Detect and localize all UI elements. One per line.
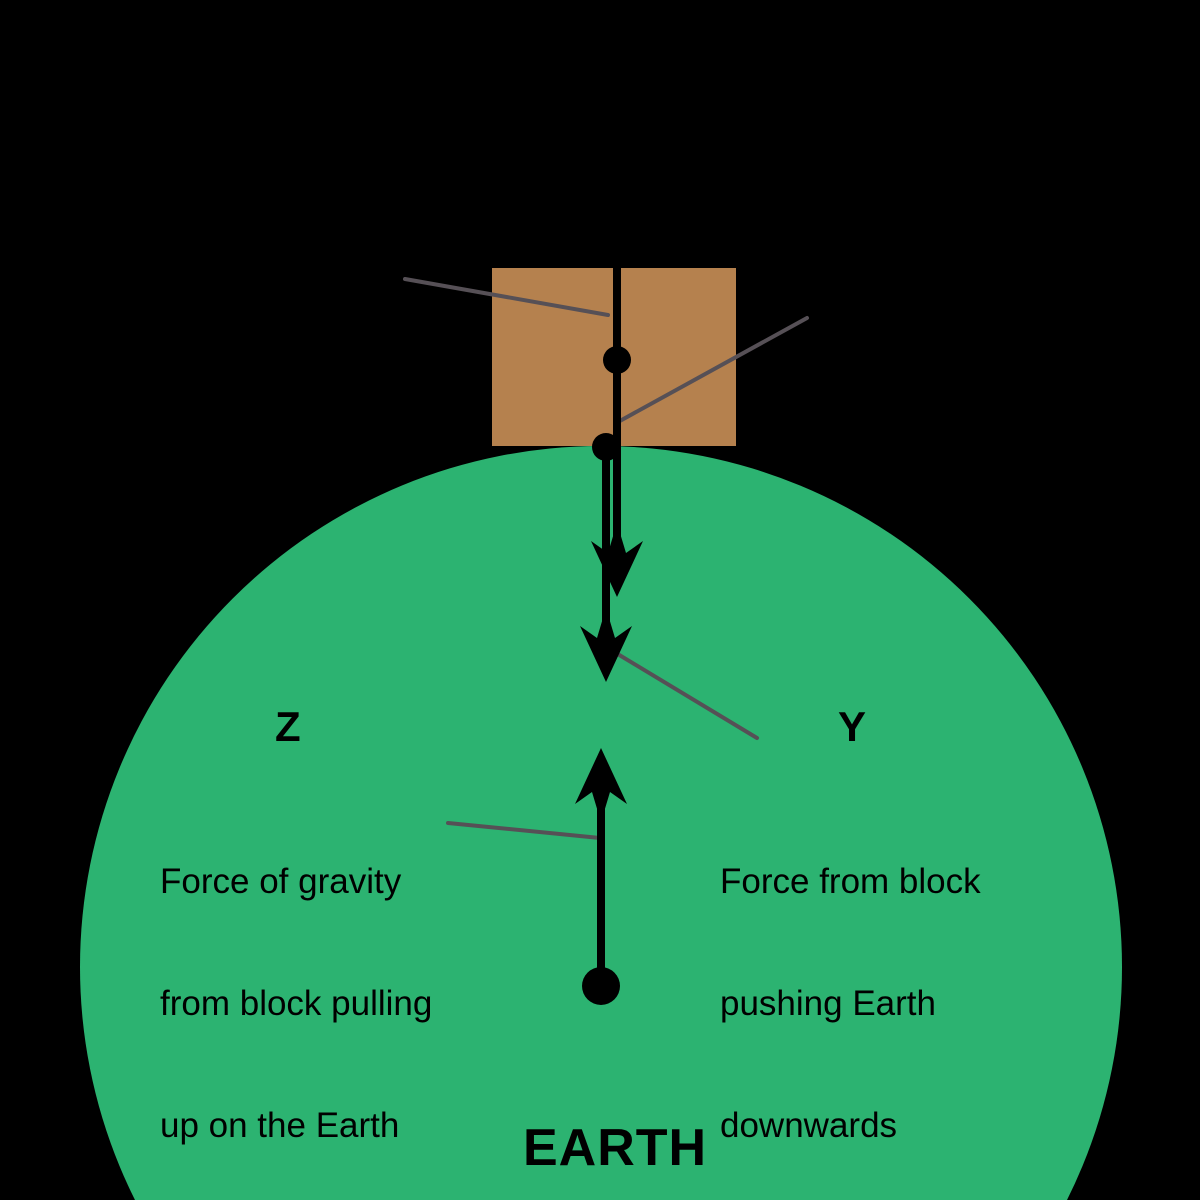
leader-to-block-top	[403, 277, 610, 317]
leader-lines-group	[403, 277, 809, 840]
caption-line: pushing Earth	[720, 983, 936, 1023]
caption-line: from block pulling	[160, 983, 433, 1023]
caption-line: downwards	[720, 1105, 898, 1145]
force-vector-z	[580, 447, 632, 682]
caption-force-gravity-on-earth: Force of gravity from block pulling up o…	[160, 781, 432, 1200]
caption-line: Force of gravity	[160, 862, 402, 902]
force-vector-up	[575, 748, 627, 986]
caption-line: up on the Earth	[160, 1105, 400, 1145]
force-key-letter-y: Y	[838, 703, 867, 750]
earth-center-dot	[582, 967, 620, 1005]
leader-to-down-arrow	[609, 648, 759, 740]
caption-line: Force from block	[720, 862, 981, 902]
block-center-of-mass-dot	[603, 346, 631, 374]
caption-force-block-pushes-earth: Force from block pushing Earth downwards	[720, 781, 981, 1200]
force-vector-y	[591, 268, 643, 597]
leader-to-up-arrow	[446, 821, 602, 840]
leader-to-contact-point	[616, 316, 809, 424]
force-key-letter-z: Z	[275, 703, 302, 750]
earth-name-label: EARTH	[523, 1119, 708, 1177]
contact-point-dot	[592, 433, 620, 461]
